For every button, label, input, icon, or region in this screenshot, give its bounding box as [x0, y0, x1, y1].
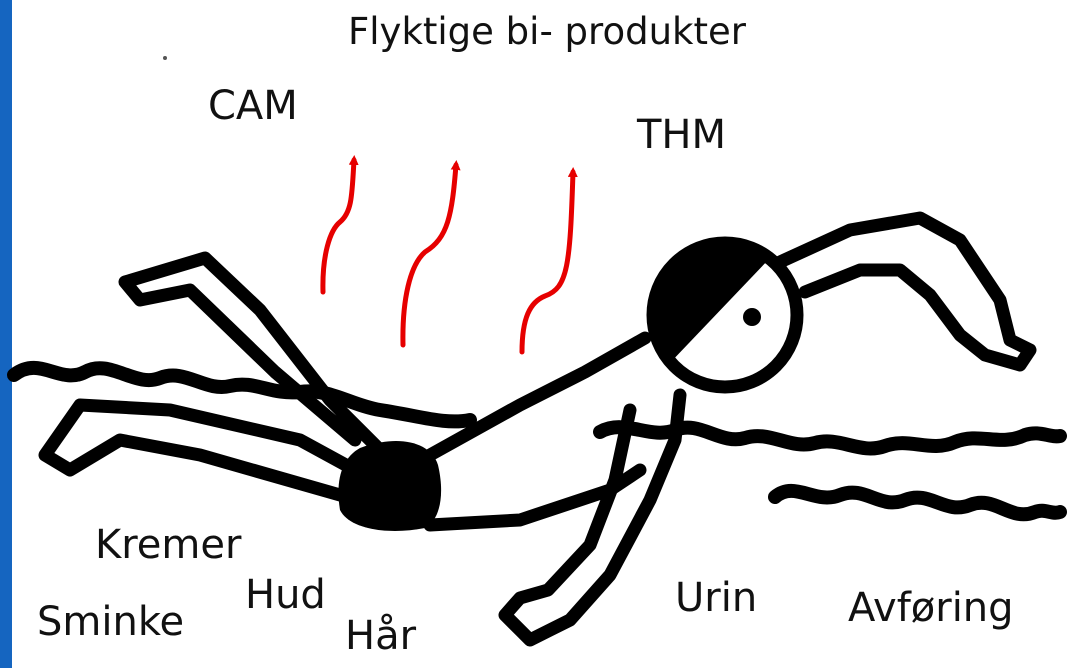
lower-leg [45, 405, 355, 495]
label-cam: CAM [208, 83, 298, 129]
label-sminke: Sminke [37, 599, 184, 645]
label-kremer: Kremer [95, 522, 241, 568]
swimmer [45, 218, 1030, 640]
swim-trunks [338, 441, 441, 531]
label-urin: Urin [675, 575, 757, 621]
eye [743, 308, 761, 326]
label-avforing: Avføring [848, 585, 1014, 631]
diagram-title: Flyktige bi- produkter [348, 10, 746, 53]
reaching-arm [780, 218, 1030, 365]
wave-line-upper [14, 368, 470, 422]
label-thm: THM [637, 112, 726, 158]
speck [163, 56, 167, 60]
torso-upper [430, 338, 645, 455]
wave-line-lower [775, 491, 1060, 514]
arrow-3 [522, 172, 573, 352]
label-har: Hår [345, 613, 416, 659]
arrow-1 [323, 160, 354, 292]
arrow-2 [403, 165, 456, 345]
volatile-arrows [323, 160, 573, 352]
label-hud: Hud [245, 572, 326, 618]
